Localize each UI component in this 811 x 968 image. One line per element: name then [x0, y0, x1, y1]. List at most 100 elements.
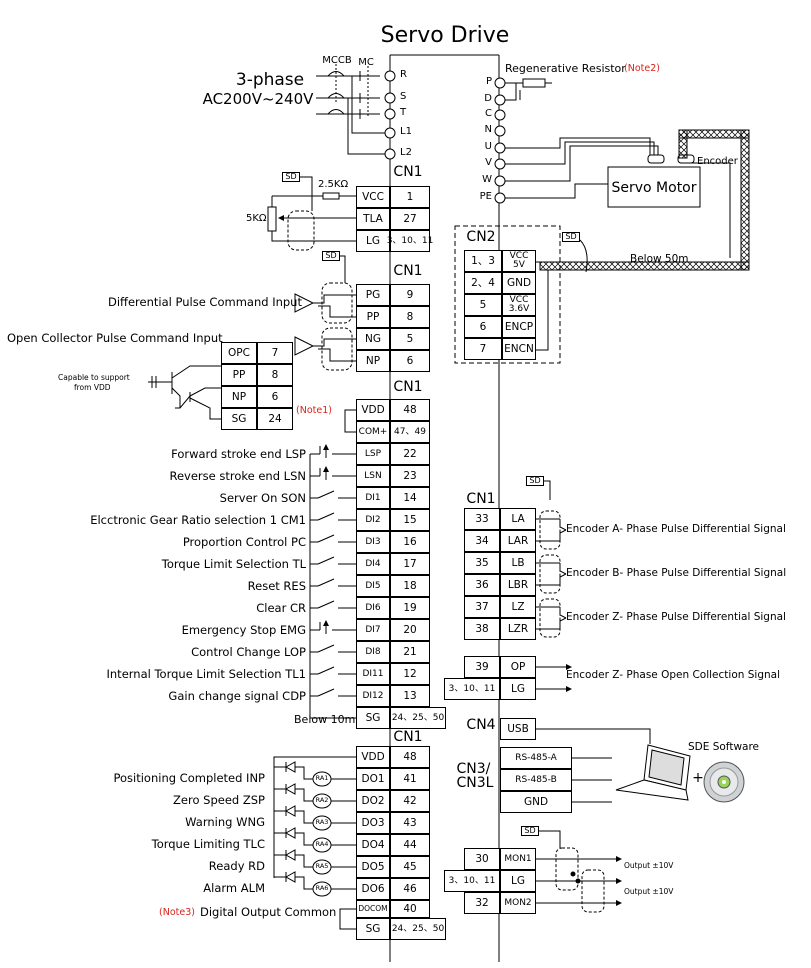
cn2-pin: 1、3 [464, 250, 502, 272]
oc-pin: 8 [257, 364, 293, 386]
signal-arrow [616, 878, 622, 884]
breaker-contact [327, 71, 345, 77]
cn1-signal: LG [356, 230, 390, 252]
docom-pin: 40 [390, 900, 430, 918]
wire [296, 810, 313, 824]
cn1-label: CN1 [393, 729, 423, 745]
usb-wire [536, 728, 651, 744]
wire [189, 387, 221, 397]
output-label: Zero Speed ZSP [173, 793, 265, 807]
switch-blade [317, 534, 335, 543]
cn2-dashed-box [454, 225, 561, 364]
switch-blade [317, 688, 335, 697]
wire [171, 365, 221, 379]
cn1-signal: NP [356, 350, 390, 372]
output-10v-label: Output ±10V [624, 887, 674, 896]
cn1-pin: 5 [390, 328, 430, 350]
page-title: Servo Drive [380, 23, 510, 48]
switch-arrow [323, 444, 329, 450]
input-label: Torque Limit Selection TL [161, 557, 306, 571]
cn1-pin: 6 [390, 350, 430, 372]
cable-length-label: Below 50m [630, 253, 689, 265]
output-10v-label: Output ±10V [624, 861, 674, 870]
relay-label: RA3 [315, 818, 329, 826]
capable-label: Capable to support [58, 373, 130, 382]
plus-sign: + [692, 770, 704, 786]
cn1-pin: 48 [390, 746, 430, 768]
shield-loop [539, 598, 561, 638]
enc-signal: LAR [500, 530, 536, 552]
input-signal: LSP [356, 443, 390, 465]
output-signal: DO4 [356, 834, 390, 856]
relay-label: RA4 [315, 840, 329, 848]
resistor-symbol [322, 192, 340, 200]
input-pin: 18 [390, 575, 430, 597]
sd-badge [521, 826, 539, 836]
cn2-pin: 6 [464, 316, 502, 338]
power-terminal [384, 92, 396, 104]
wire [536, 270, 549, 351]
input-pin: 23 [390, 465, 430, 487]
shield-loop [581, 869, 605, 913]
relay-label: RA2 [315, 796, 329, 804]
mon-signal: LG [500, 870, 536, 892]
cn1-label: CN1 [393, 379, 423, 395]
rs485a-signal: RS-485-A [500, 747, 572, 769]
switch-blade [317, 666, 335, 675]
output-pin: 43 [390, 812, 430, 834]
shield-cable [740, 129, 750, 271]
relay-label: RA1 [315, 774, 329, 782]
pot-wiper-arrow [278, 215, 284, 221]
regen-resistor [522, 78, 546, 88]
wire [340, 255, 346, 283]
servo-motor-box [607, 166, 701, 208]
input-label: Reverse stroke end LSN [169, 469, 306, 483]
breaker-contact [327, 109, 345, 115]
enc-signal: LB [500, 552, 536, 574]
cn2-pin: 2、4 [464, 272, 502, 294]
enc-signal: LZ [500, 596, 536, 618]
wire [318, 348, 356, 362]
encoder-signal-label: Encoder Z- Phase Pulse Differential Sign… [566, 611, 786, 623]
input-pin: 17 [390, 553, 430, 575]
enc-pin: 35 [464, 552, 500, 574]
resistor-label: 2.5KΩ [318, 179, 349, 190]
shield-loop [321, 282, 353, 324]
wire [189, 397, 221, 420]
motor-terminal-label: C [485, 108, 492, 119]
motor-terminal [494, 192, 506, 204]
power-terminal [384, 108, 396, 120]
power-terminal-label: R [400, 69, 407, 80]
cn1-pin: 8 [390, 306, 430, 328]
motor-terminal-label: U [484, 141, 492, 152]
usb-port: USB [500, 718, 536, 740]
op-signal: OP [500, 656, 536, 678]
switch-blade [317, 600, 335, 609]
sd-badge [322, 251, 340, 261]
switch-blade [317, 644, 335, 653]
output-signal: DO3 [356, 812, 390, 834]
cn1-signal: SG [356, 918, 390, 940]
switch-blade [317, 490, 335, 499]
potentiometer-symbol [267, 206, 277, 232]
mon-pin: 3、10、11 [444, 870, 500, 892]
wire [505, 83, 517, 101]
wire [171, 387, 181, 408]
wire [175, 395, 191, 409]
encoder-signal-label: Encoder B- Phase Pulse Differential Sign… [566, 567, 787, 579]
motor-terminal [494, 158, 506, 170]
motor-terminal [494, 175, 506, 187]
cd-disc-icon [703, 761, 745, 803]
switch-arrow [323, 466, 329, 472]
wire [271, 231, 356, 242]
oc-pin: 24 [257, 408, 293, 430]
motor-terminal-label: D [484, 93, 492, 104]
cn1-pin: 1 [390, 186, 430, 208]
output-label: Alarm ALM [203, 881, 265, 895]
shield-cable [678, 129, 750, 139]
enc-pin: 33 [464, 508, 500, 530]
motor-phase-wire [505, 141, 655, 165]
input-label: Server On SON [219, 491, 306, 505]
input-label: Internal Torque Limit Selection TL1 [106, 667, 307, 681]
